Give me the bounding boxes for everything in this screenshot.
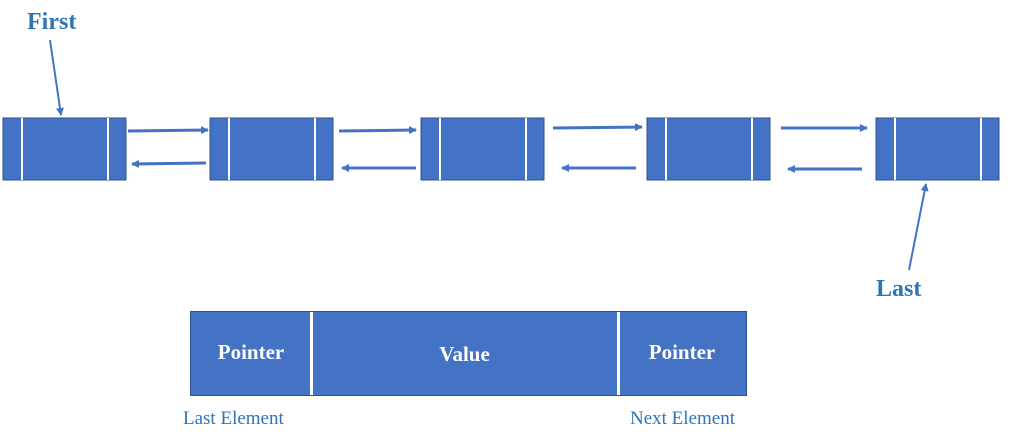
prev-link-arrow (131, 159, 207, 168)
node-next-divider (525, 118, 527, 180)
list-node (875, 117, 1000, 181)
node-next-divider (314, 118, 316, 180)
node-box (420, 117, 545, 181)
next-link-arrow (127, 126, 209, 135)
next-link-arrow (338, 126, 417, 135)
end-pointers (49, 39, 929, 271)
node-box (646, 117, 771, 181)
last-label: Last (876, 276, 922, 302)
first-label: First (27, 9, 77, 35)
list-node (420, 117, 545, 181)
list-node (646, 117, 771, 181)
legend-divider-left (310, 312, 313, 395)
next-link-arrow (552, 123, 643, 132)
node-box (2, 117, 127, 181)
node-prev-divider (665, 118, 667, 180)
node-prev-divider (228, 118, 230, 180)
list-node (2, 117, 127, 181)
node-box (209, 117, 334, 181)
legend-prev-pointer: Pointer (217, 340, 285, 364)
legend-value: Value (439, 342, 490, 366)
list-links (127, 123, 868, 173)
legend-prev-caption: Last Element (183, 408, 284, 429)
node-prev-divider (894, 118, 896, 180)
node-next-divider (751, 118, 753, 180)
legend-next-pointer: Pointer (648, 340, 716, 364)
node-prev-divider (439, 118, 441, 180)
legend-divider-right (617, 312, 620, 395)
node-legend: Pointer Value Pointer (190, 311, 747, 396)
node-box (875, 117, 1000, 181)
first-pointer-arrow (49, 39, 64, 116)
node-next-divider (107, 118, 109, 180)
list-node (209, 117, 334, 181)
legend-next-caption: Next Element (630, 408, 735, 429)
node-next-divider (980, 118, 982, 180)
last-pointer-arrow (908, 183, 929, 271)
list-nodes (2, 117, 1000, 181)
node-prev-divider (21, 118, 23, 180)
